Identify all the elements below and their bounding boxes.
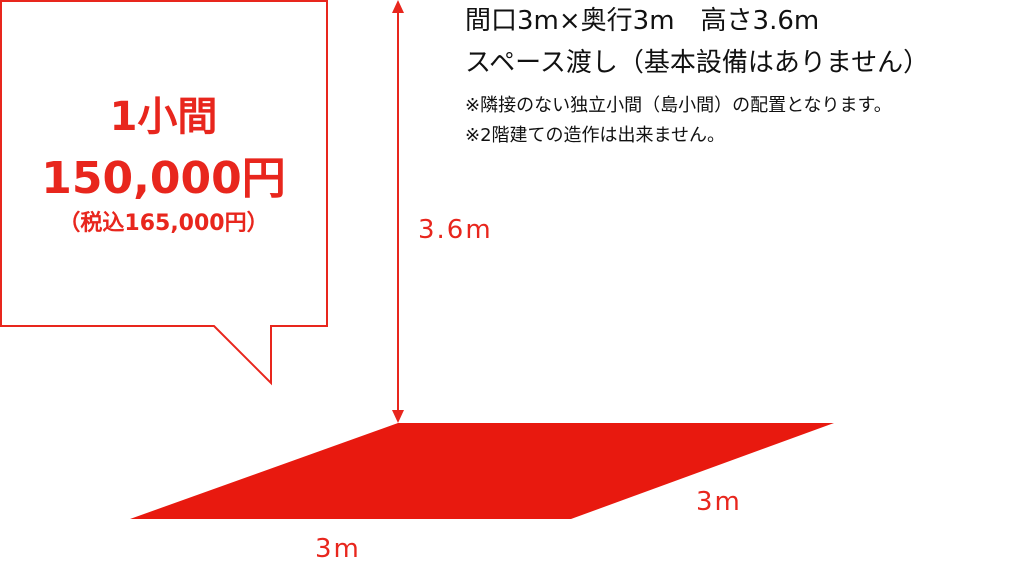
price-tax-note: （税込165,000円） (58, 211, 269, 236)
depth-label: 3m (696, 487, 742, 517)
spec-note-two-story: ※2階建ての造作は出来ません。 (465, 125, 725, 146)
spec-note-island: ※隣接のない独立小間（島小間）の配置となります。 (465, 95, 892, 116)
spec-size: 間口3m×奥行3m 高さ3.6m (465, 6, 820, 36)
height-label: 3.6m (418, 215, 493, 245)
height-arrow (392, 0, 404, 423)
booth-floor (130, 423, 834, 519)
price-amount: 150,000円 (41, 153, 286, 204)
price-title: 1小間 (109, 94, 218, 140)
spec-delivery: スペース渡し（基本設備はありません） (465, 48, 930, 78)
price-speech-bubble (0, 0, 328, 386)
width-label: 3m (315, 534, 361, 564)
